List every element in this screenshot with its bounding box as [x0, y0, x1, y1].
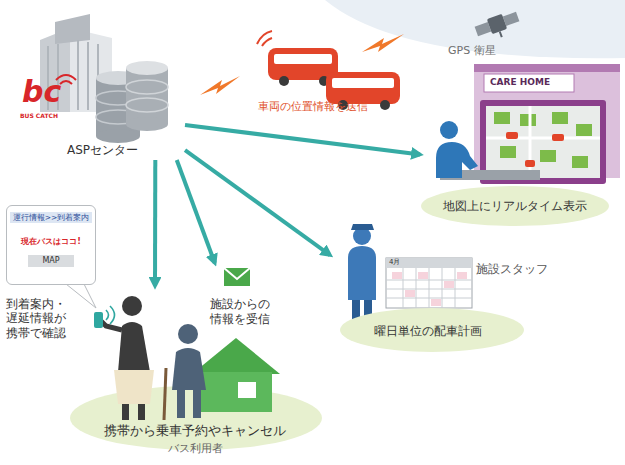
note-label: 到着案内・ 遅延情報が 携帯で確認 [6, 297, 70, 340]
planning-station: 曜日単位の配車計画 [330, 215, 525, 353]
gps-satellite [474, 9, 523, 45]
node-title: 曜日単位の配車計画 [374, 324, 482, 339]
calendar-month: 4月 [389, 258, 400, 266]
satellite-label: GPS 衛星 [448, 44, 496, 57]
arrow-connector [185, 125, 420, 154]
display-station: 地図上にリアルタイム表示 [420, 68, 610, 228]
care-home [436, 64, 620, 184]
ground-ellipse [421, 186, 609, 226]
user-group: 携帯から乗車予約やキャンセルバス利用者 [70, 286, 320, 458]
sign-text: CARE HOME [490, 77, 550, 88]
role-label: 施設スタッフ [476, 262, 548, 276]
sky [325, 0, 625, 58]
signal-waves [257, 31, 272, 46]
arrow-connector [177, 160, 215, 263]
callout-pointer [66, 284, 96, 308]
logo-text: BUS CATCH [20, 112, 58, 119]
staff-person [348, 224, 376, 322]
group-caption: バス利用者 [168, 442, 223, 456]
calendar [386, 258, 472, 308]
screen-header: 運行情報>>到着案内 [10, 212, 93, 223]
node-title: 地図上にリアルタイム表示 [443, 199, 587, 214]
elderly-man [164, 324, 206, 420]
node-title: 携帯から乗車予約やキャンセル [104, 423, 286, 439]
arrow-connector [153, 160, 157, 286]
message-box: 施設からの 情報を受信 [198, 263, 282, 329]
node-title: 施設からの 情報を受信 [208, 297, 272, 327]
ground-ellipse [70, 386, 322, 450]
ground-ellipse [340, 308, 524, 352]
flow-label: 車両の位置情報を送信 [258, 100, 368, 113]
database [96, 61, 168, 143]
lightning [200, 34, 404, 95]
logo-mark: bc [22, 74, 61, 110]
house [192, 338, 280, 412]
node-title: ASPセンター [67, 143, 138, 158]
screen-message: 現在バスはココ! [21, 237, 81, 247]
woman [94, 296, 154, 420]
screen-button: MAP [28, 255, 73, 267]
envelope-icon [224, 268, 250, 286]
phone-callout: 運行情報>>到着案内現在バスはココ! MAP [6, 205, 97, 285]
